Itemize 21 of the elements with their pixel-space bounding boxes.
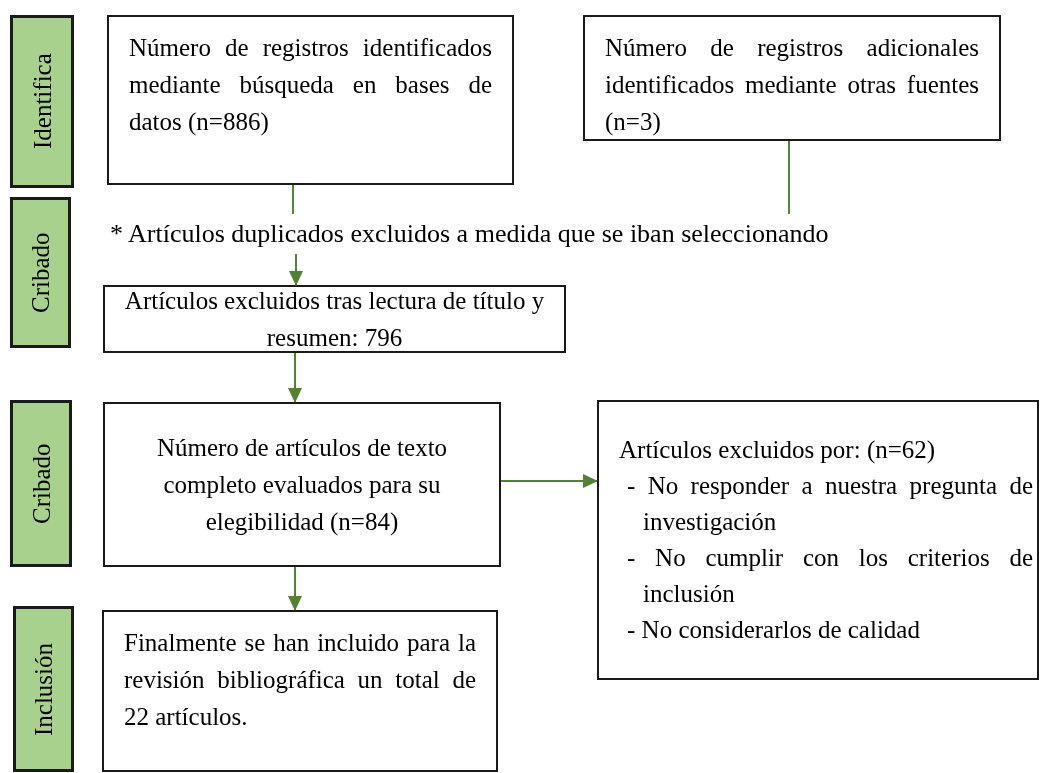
list-item: - No considerarlos de calidad (626, 615, 921, 645)
arrow (289, 253, 303, 286)
note-text: * Artículos duplicados excluidos a medida que se iban seleccionando (110, 214, 1040, 254)
process-box: Número de registros adicionales identificados mediante otras fuentes (n=3) (583, 15, 1001, 141)
list-item: - No cumplir con los criterios de inclusión (626, 543, 1033, 609)
process-box: Número de registros identificados mediante búsqueda en bases de datos (n=886) (107, 15, 514, 185)
process-box: Número de artículos de texto completo evaluados para su elegibilidad (n=84) (103, 402, 501, 567)
arrow (288, 352, 302, 403)
stage-band: Inclusión (13, 606, 74, 772)
arrow (500, 474, 598, 488)
process-box: Artículos excluidos tras lectura de título y resumen: 796 (103, 285, 566, 353)
connector-line (788, 140, 790, 215)
list-item: - No responder a nuestra pregunta de investigación (626, 471, 1033, 537)
stage-band: Cribado (10, 197, 71, 348)
arrow (288, 566, 302, 611)
box-heading: Artículos excluidos por: (n=62) (619, 435, 937, 466)
process-box (597, 400, 1039, 680)
process-box: Finalmente se han incluido para la revisión bibliográfica un total de 22 artículos. (102, 610, 498, 772)
stage-band: Cribado (10, 400, 72, 567)
connector-line (292, 184, 294, 215)
stage-band: Identifica (10, 15, 74, 188)
